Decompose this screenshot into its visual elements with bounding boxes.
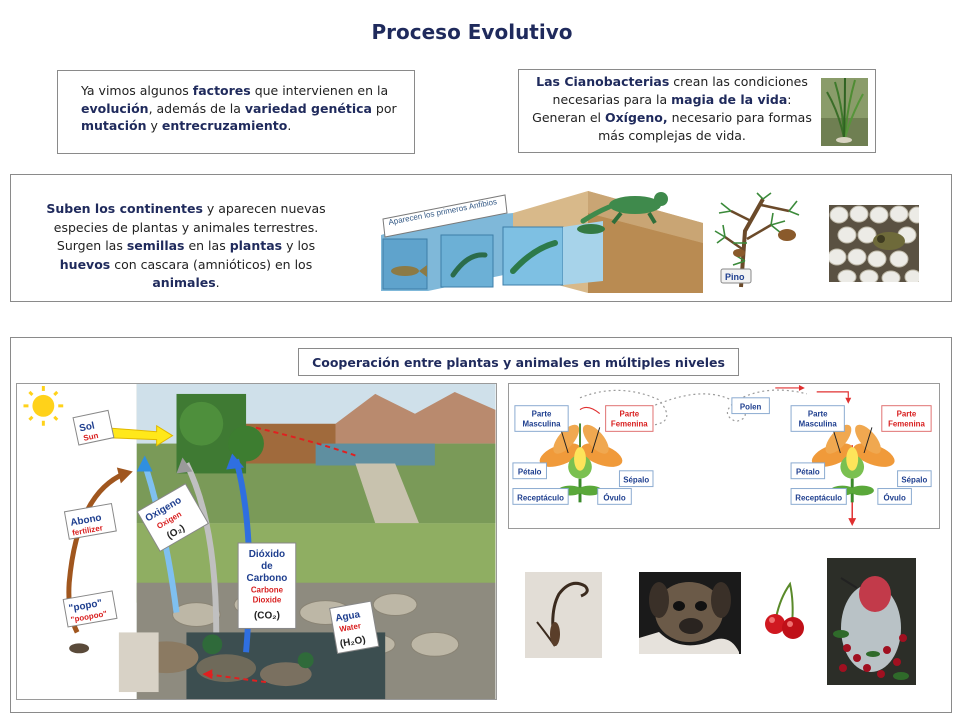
amphibian-evolution-illustration: Aparecen los primeros Anfibios — [373, 183, 703, 293]
ciano-t3: necesario para formas más complejas de v… — [598, 110, 812, 143]
page-title: Proceso Evolutivo — [371, 20, 573, 44]
intro-b4: mutación — [81, 118, 147, 133]
continents-b5: animales — [152, 275, 216, 290]
continents-text: Suben los continentes y aparecen nuevas … — [31, 200, 341, 293]
dog-image — [639, 572, 741, 654]
ciano-b1: Las Cianobacterias — [536, 74, 670, 89]
petal-label-1: Pétalo — [518, 468, 542, 477]
ciano-b2: magia de la vida — [671, 92, 788, 107]
pollen-label: Polen — [740, 403, 762, 412]
intro-t1: Ya vimos algunos — [81, 83, 193, 98]
nutrient-cycle-diagram: Sol Sun Abono fertilizer "popo" "poopoo"… — [16, 383, 497, 700]
ciano-t1: crean las condiciones necesarias para la — [552, 74, 808, 107]
continents-t4: con cascara (amnióticos) en los — [110, 256, 313, 272]
continents-t2: en las — [184, 238, 230, 253]
cooperation-heading: Cooperación entre plantas y animales en … — [312, 355, 725, 370]
female-part-label-1b: Femenina — [611, 419, 648, 428]
sun-icon — [23, 385, 64, 426]
flower-right — [811, 424, 895, 503]
water-label-en: Water — [339, 621, 362, 634]
sun-label-es: Sol — [78, 420, 96, 434]
intro-t3: , además de la — [148, 100, 245, 116]
receptacle-label-1: Receptáculo — [517, 493, 564, 502]
intro-t4: por — [371, 100, 397, 116]
continents-t1: y aparecen nuevas especies de plantas y … — [53, 201, 326, 253]
ovule-label-1: Óvulo — [603, 493, 626, 502]
poop-icon — [69, 643, 90, 654]
pollination-diagram: Polen Parte Masculina Parte Femenina Pét… — [508, 383, 940, 529]
co2-label-es-1: Dióxido — [249, 549, 285, 560]
male-part-label-2b: Masculina — [799, 419, 838, 428]
water-label-es: Agua — [335, 609, 362, 624]
continents-t3: y los — [282, 238, 316, 253]
sepal-label-2: Sépalo — [901, 476, 927, 485]
co2-label-en-1: Carbone — [251, 586, 284, 595]
cyanobacteria-image — [821, 78, 868, 146]
pine-label: Pino — [725, 272, 745, 282]
cianobacterias-box: Las Cianobacterias crean las condiciones… — [518, 69, 876, 153]
intro-text: Ya vimos algunos factores que interviene… — [81, 82, 401, 135]
continents-b1: Suben los continentes — [46, 201, 203, 216]
sepal-label-1: Sépalo — [623, 476, 649, 485]
cooperation-heading-box: Cooperación entre plantas y animales en … — [298, 348, 739, 376]
female-part-label-2b: Femenina — [888, 419, 925, 428]
intro-b5: entrecruzamiento — [161, 118, 288, 133]
amniotic-eggs-image — [829, 205, 919, 282]
female-part-label-1a: Parte — [619, 410, 639, 419]
hummingbird-image — [827, 558, 916, 685]
water-label: Agua Water (H₂O) — [329, 600, 380, 655]
cianobacterias-text: Las Cianobacterias crean las condiciones… — [527, 73, 817, 145]
water-formula: (H₂O) — [339, 634, 366, 649]
seed-hook-image — [525, 572, 602, 658]
continents-b3: plantas — [229, 238, 283, 253]
continents-t5: . — [215, 275, 220, 290]
co2-formula: (CO₂) — [254, 611, 280, 622]
co2-label-es-3: Carbono — [247, 573, 288, 584]
intro-b2: evolución — [81, 100, 149, 116]
intro-b3: variedad genética — [244, 100, 372, 116]
female-part-label-2a: Parte — [897, 410, 917, 419]
fertilizer-label: Abono fertilizer — [63, 502, 117, 540]
continents-box: Suben los continentes y aparecen nuevas … — [10, 174, 952, 302]
oxygen-label: Oxigeno Oxigen (O₂) — [136, 483, 209, 552]
ciano-t2: : Generan el — [532, 92, 792, 125]
receptacle-label-2: Receptáculo — [795, 493, 842, 502]
ovule-label-2: Óvulo — [883, 493, 906, 502]
intro-b1: factores — [192, 83, 251, 98]
intro-t5: y — [146, 118, 162, 133]
male-part-label-2a: Parte — [808, 410, 828, 419]
intro-box: Ya vimos algunos factores que interviene… — [57, 70, 415, 154]
co2-label-en-2: Dioxide — [253, 596, 282, 605]
male-part-label-1b: Masculina — [522, 419, 561, 428]
intro-t2: que intervienen en la — [250, 83, 389, 98]
ciano-b3: Oxígeno, — [604, 110, 668, 125]
intro-t6: . — [287, 118, 292, 133]
continents-b2: semillas — [126, 238, 185, 253]
fertilizer-label-es: Abono — [70, 512, 103, 528]
pine-image: Pino — [711, 191, 803, 291]
cherries-image — [760, 580, 810, 642]
poop-label: "popo" "poopoo" — [62, 590, 118, 628]
continents-b4: huevos — [59, 256, 111, 272]
petal-label-2: Pétalo — [796, 468, 820, 477]
co2-label-es-2: de — [261, 561, 273, 572]
flower-left — [539, 423, 623, 503]
male-part-label-1a: Parte — [532, 410, 552, 419]
sun-label: Sol Sun — [72, 409, 115, 446]
co2-label: Dióxido de Carbono Carbone Dioxide (CO₂) — [237, 542, 297, 629]
sun-label-en: Sun — [83, 431, 100, 443]
